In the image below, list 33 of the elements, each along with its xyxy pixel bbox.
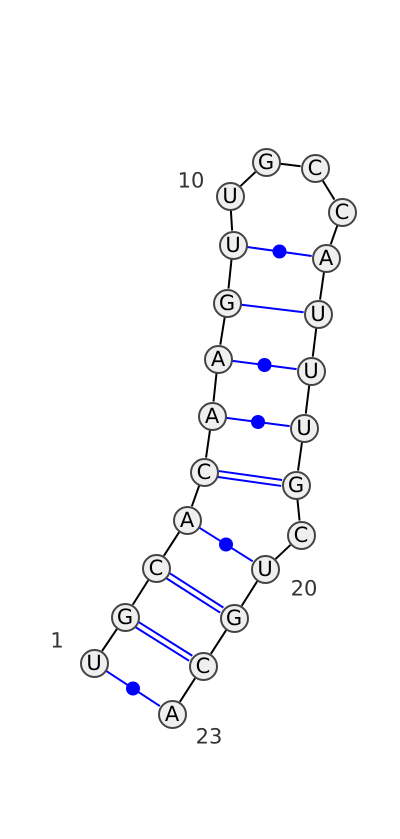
backbone-line bbox=[132, 580, 150, 606]
backbone-line bbox=[296, 499, 301, 521]
backbone-line bbox=[190, 485, 200, 507]
base-pair-line bbox=[106, 670, 160, 707]
backbone-line bbox=[297, 442, 303, 471]
backbone-line bbox=[230, 210, 234, 231]
position-number: 10 bbox=[178, 170, 204, 192]
backbone-line bbox=[312, 328, 318, 357]
base-pair-line bbox=[198, 526, 254, 562]
backbone-line bbox=[210, 630, 227, 654]
backbone-line bbox=[205, 430, 211, 458]
backbone-line bbox=[330, 225, 338, 245]
backbone-line bbox=[240, 171, 256, 187]
backbone-line bbox=[274, 544, 292, 560]
position-number: 20 bbox=[290, 578, 318, 600]
base-pair-line bbox=[247, 246, 312, 257]
backbone-line bbox=[228, 259, 232, 289]
base-pair-line bbox=[232, 360, 297, 370]
backbone-line bbox=[240, 580, 258, 606]
backbone-line bbox=[319, 272, 325, 300]
backbone-line bbox=[163, 532, 180, 556]
backbone-line bbox=[304, 385, 310, 414]
base-pair-line bbox=[241, 304, 304, 314]
base-pair-line bbox=[166, 572, 224, 614]
base-pair-line bbox=[218, 470, 282, 487]
backbone-line bbox=[280, 162, 301, 168]
backbone-line bbox=[179, 678, 196, 702]
backbone-line bbox=[212, 373, 218, 402]
position-number: 23 bbox=[196, 726, 222, 748]
base-pair-line bbox=[226, 416, 290, 428]
backbone-line bbox=[219, 317, 226, 345]
base-pair-line bbox=[135, 621, 193, 662]
position-number: 1 bbox=[50, 630, 64, 652]
